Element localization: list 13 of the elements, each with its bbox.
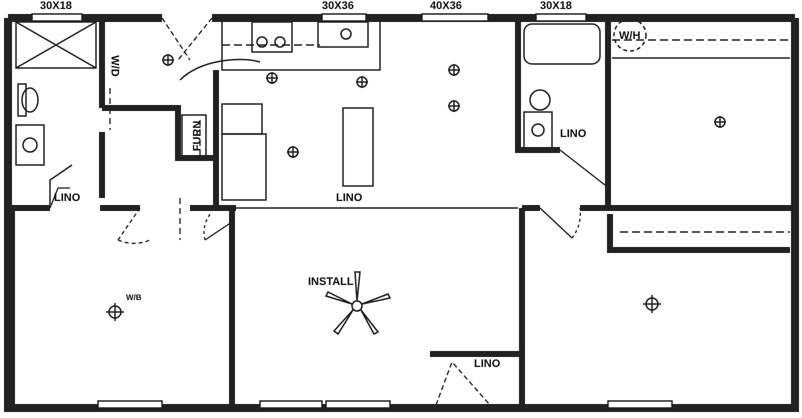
note-label: W/B xyxy=(126,292,142,304)
floor-material-label: LINO xyxy=(560,128,586,140)
floor-material-label: LINO xyxy=(336,192,362,204)
appliance-label: FURN xyxy=(191,120,204,152)
dimension-label: 30X18 xyxy=(40,0,72,12)
floor-material-label: LINO xyxy=(54,192,80,204)
dimension-label: 40X36 xyxy=(430,0,462,12)
dimension-label: 30X36 xyxy=(322,0,354,12)
dimension-label: 30X18 xyxy=(540,0,572,12)
note-label: INSTALL xyxy=(308,276,354,288)
appliance-label: W/D xyxy=(108,55,121,77)
floor-material-label: LINO xyxy=(474,358,500,370)
appliance-label: W/H xyxy=(619,30,640,42)
